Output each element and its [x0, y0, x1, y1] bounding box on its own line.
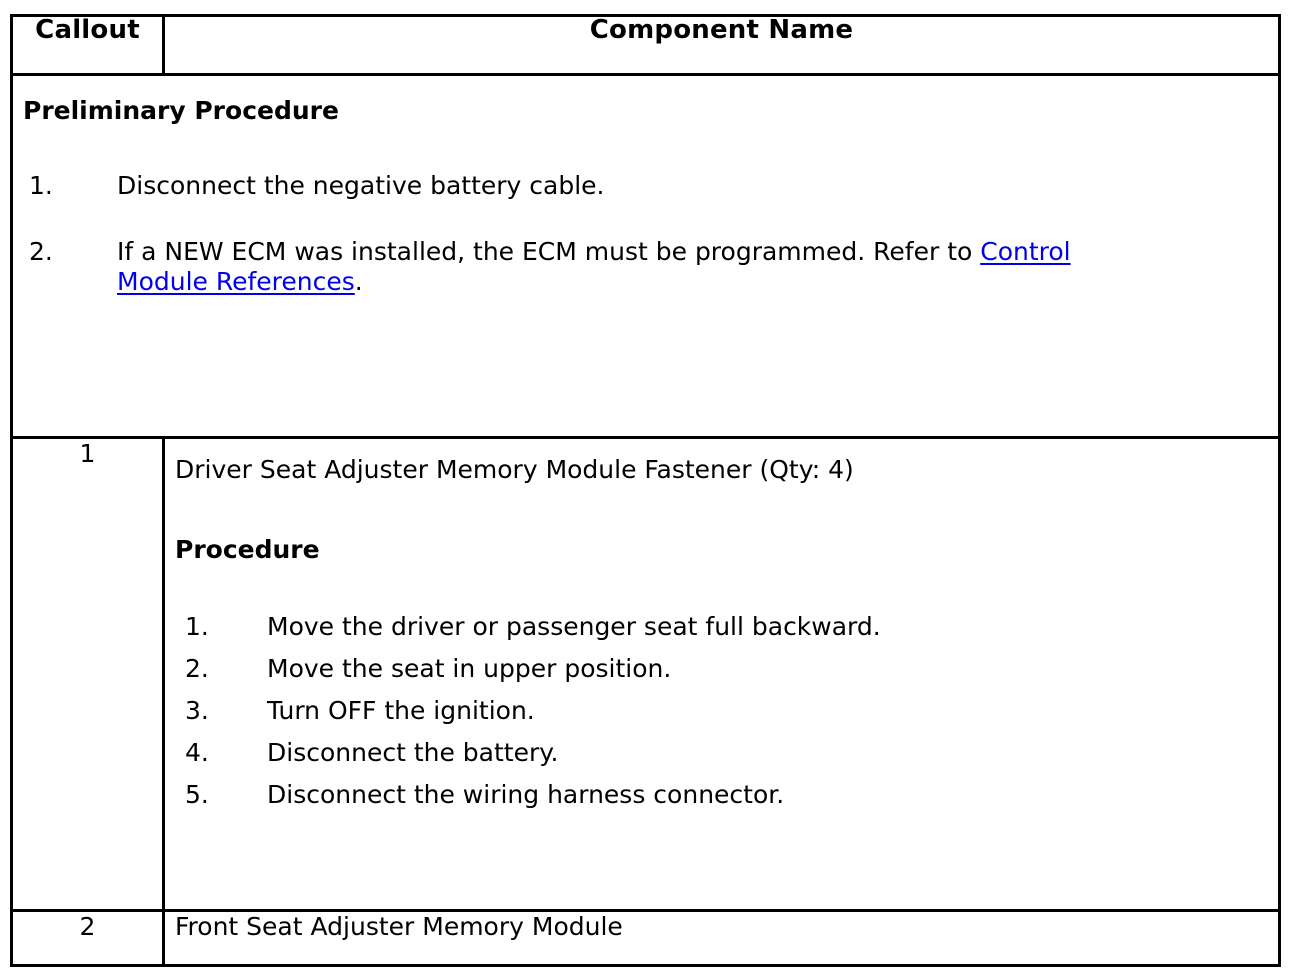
- table-header-row: Callout Component Name: [10, 14, 1281, 76]
- procedure-step-1-text: Move the driver or passenger seat full b…: [267, 612, 881, 641]
- header-cell-callout: Callout: [10, 14, 165, 76]
- preliminary-procedure-row: Preliminary Procedure 1. Disconnect the …: [10, 73, 1281, 439]
- preliminary-step-1-number: 1.: [29, 171, 53, 200]
- component-cell-1: Driver Seat Adjuster Memory Module Faste…: [162, 436, 1281, 912]
- procedure-step-4: 4. Disconnect the battery.: [185, 738, 1268, 768]
- procedure-heading-1: Procedure: [175, 535, 320, 564]
- preliminary-step-list: 1. Disconnect the negative battery cable…: [23, 171, 1266, 297]
- preliminary-step-2-lead: If a NEW ECM was installed, the ECM must…: [117, 237, 981, 266]
- callout-cell-2: 2: [10, 909, 165, 967]
- header-cell-component-name: Component Name: [162, 14, 1281, 76]
- procedure-step-2: 2. Move the seat in upper position.: [185, 654, 1268, 684]
- preliminary-procedure-cell: Preliminary Procedure 1. Disconnect the …: [10, 73, 1281, 439]
- callout-cell-1: 1: [10, 436, 165, 912]
- header-label-callout: Callout: [35, 15, 140, 45]
- component-name-1: Driver Seat Adjuster Memory Module Faste…: [175, 455, 854, 484]
- preliminary-procedure-title: Preliminary Procedure: [23, 96, 339, 125]
- preliminary-step-1-text: Disconnect the negative battery cable.: [117, 171, 605, 200]
- procedure-step-list-1: 1. Move the driver or passenger seat ful…: [175, 612, 1268, 810]
- preliminary-step-2: 2. If a NEW ECM was installed, the ECM m…: [23, 237, 1266, 297]
- component-cell-2: Front Seat Adjuster Memory Module: [162, 909, 1281, 967]
- procedure-step-5-number: 5.: [185, 780, 209, 809]
- procedure-step-2-number: 2.: [185, 654, 209, 683]
- control-module-references-link[interactable]: Control Module References: [117, 237, 1071, 296]
- procedure-step-2-text: Move the seat in upper position.: [267, 654, 672, 683]
- procedure-step-1-number: 1.: [185, 612, 209, 641]
- component-callout-table: Callout Component Name Preliminary Proce…: [10, 14, 1281, 967]
- component-name-2: Front Seat Adjuster Memory Module: [175, 912, 623, 941]
- procedure-step-4-text: Disconnect the battery.: [267, 738, 559, 767]
- table-row: 1 Driver Seat Adjuster Memory Module Fas…: [10, 436, 1281, 912]
- procedure-step-3-number: 3.: [185, 696, 209, 725]
- procedure-step-3-text: Turn OFF the ignition.: [267, 696, 535, 725]
- preliminary-step-2-text: If a NEW ECM was installed, the ECM must…: [117, 237, 1107, 297]
- preliminary-step-1: 1. Disconnect the negative battery cable…: [23, 171, 1266, 201]
- procedure-step-5: 5. Disconnect the wiring harness connect…: [185, 780, 1268, 810]
- table-row: 2 Front Seat Adjuster Memory Module: [10, 909, 1281, 967]
- procedure-step-5-text: Disconnect the wiring harness connector.: [267, 780, 785, 809]
- preliminary-step-2-number: 2.: [29, 237, 53, 266]
- preliminary-step-2-tail: .: [354, 267, 363, 296]
- procedure-step-1: 1. Move the driver or passenger seat ful…: [185, 612, 1268, 642]
- procedure-step-3: 3. Turn OFF the ignition.: [185, 696, 1268, 726]
- header-label-component-name: Component Name: [589, 15, 854, 45]
- procedure-step-4-number: 4.: [185, 738, 209, 767]
